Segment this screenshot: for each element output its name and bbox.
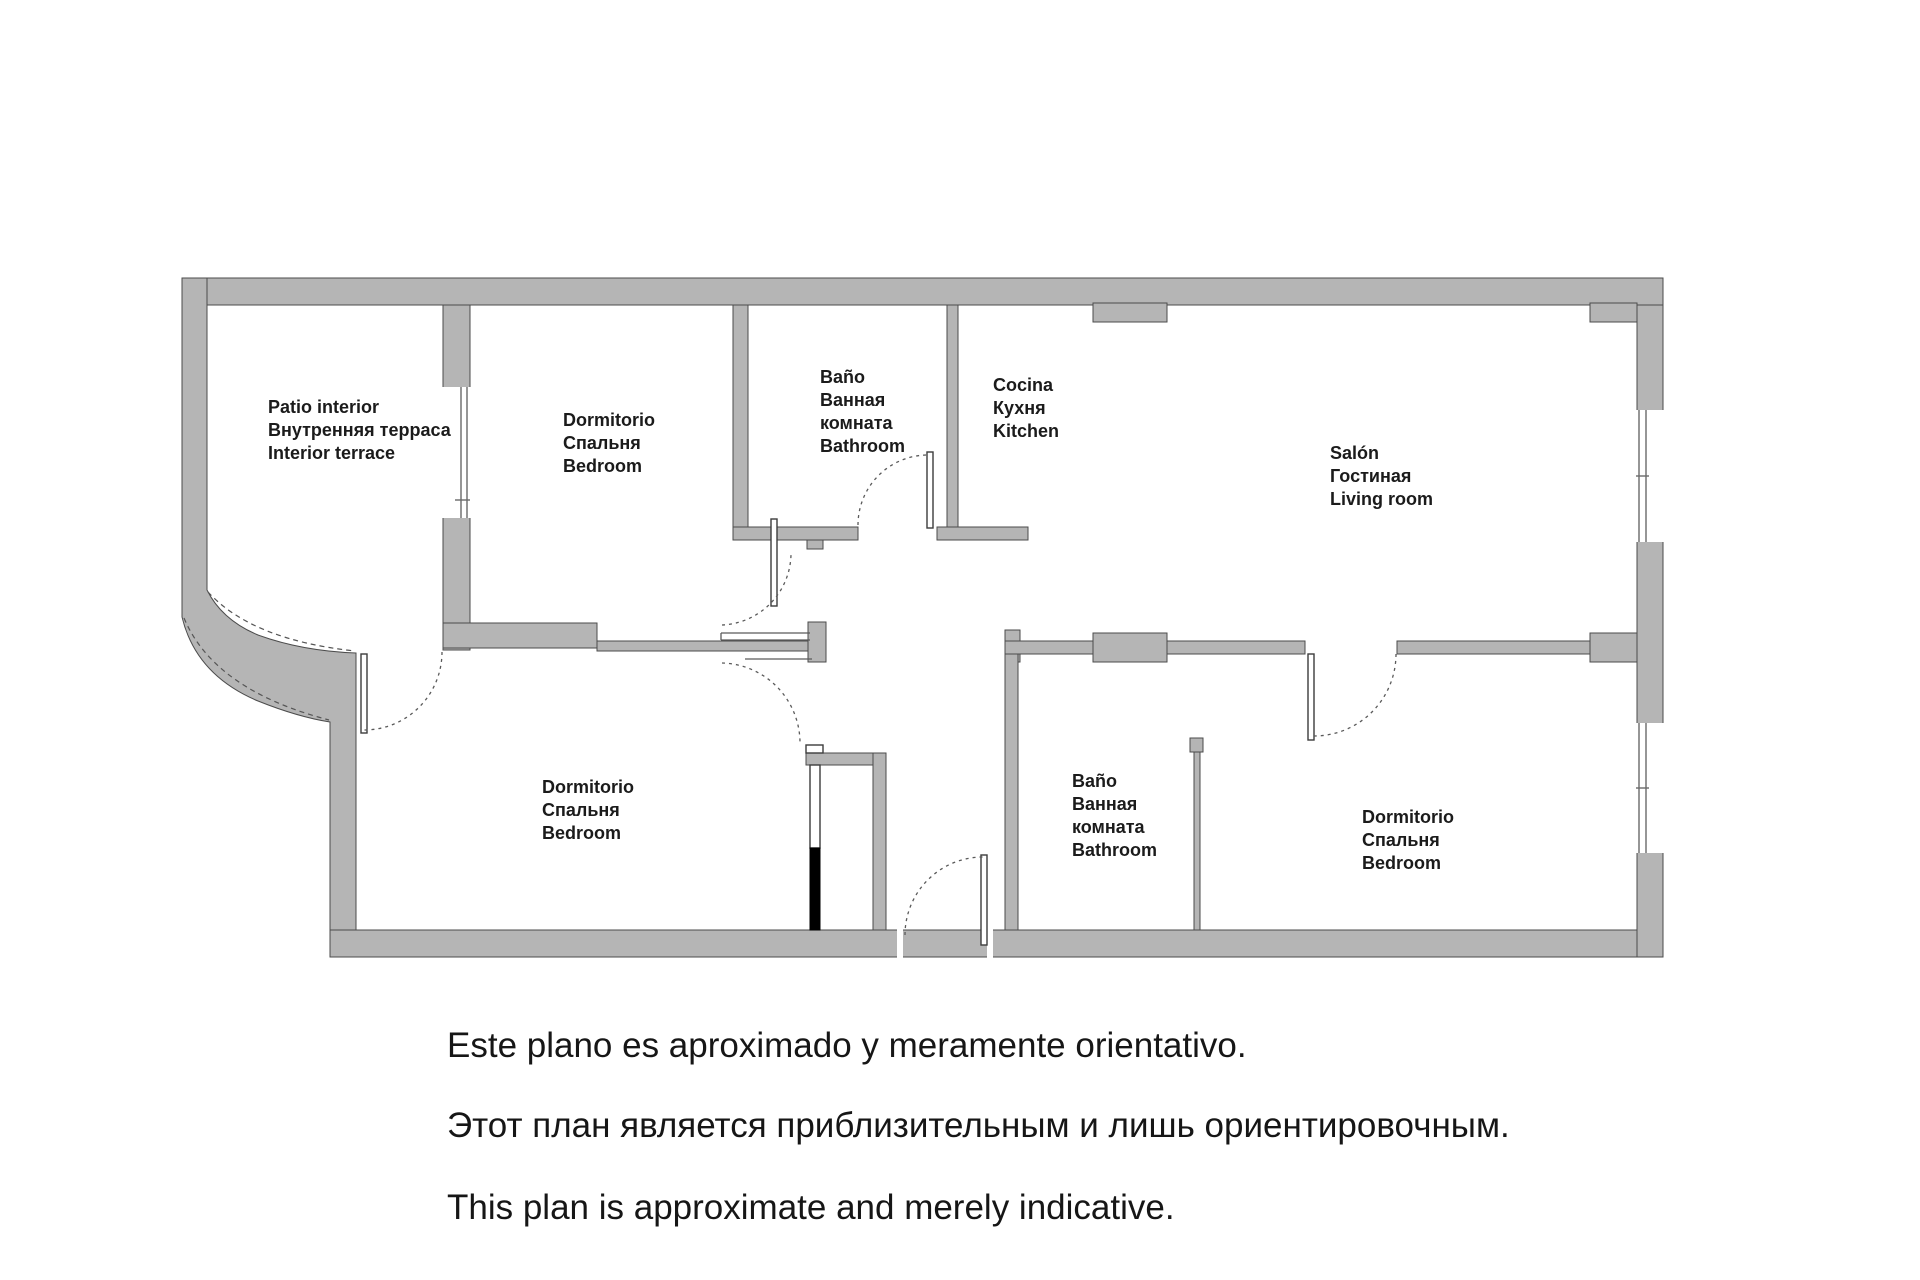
wall-right: [1636, 304, 1664, 958]
caption-russian: Этот план является приблизительным и лиш…: [447, 1106, 1510, 1145]
bathroom-partition-thin: [1193, 751, 1201, 931]
door-arc-hall-upper: [721, 551, 792, 626]
entry-panel-upper: [809, 764, 821, 849]
pillar-br-left: [1092, 632, 1168, 663]
door-arc-bathroom-top: [857, 454, 930, 526]
window-bedroom-right: [1636, 723, 1649, 853]
caption-english: This plan is approximate and merely indi…: [447, 1188, 1175, 1227]
door-leaf-bathroom-top: [926, 451, 934, 529]
wall-bedroom-bathroom-partition: [732, 304, 749, 541]
door-leaf-bedroom-left: [360, 653, 368, 734]
caption-spanish: Este plano es aproximado y meramente ori…: [447, 1026, 1247, 1065]
entry-panel-lower: [809, 847, 821, 931]
wall-middle-thick: [442, 622, 598, 649]
door-leaf-bedroom-right: [1307, 653, 1315, 741]
pillar-top-right: [1589, 302, 1638, 323]
door-leaf-entrance: [980, 854, 988, 946]
curved-wall-inner-dash: [207, 591, 356, 652]
door-arc-bedroom-left: [363, 651, 443, 731]
room-label-bedroom-bottom-left: Dormitorio Спальня Bedroom: [542, 777, 634, 843]
wall-kitchen-bottom: [936, 526, 1029, 541]
room-label-bedroom-top: Dormitorio Спальня Bedroom: [563, 410, 655, 476]
window-living-room: [1636, 410, 1649, 542]
wall-bottom: [329, 929, 1664, 958]
closet-right-wall: [872, 752, 887, 931]
door-leaf-hall: [770, 518, 778, 607]
wall-bathroom-top-bottom: [732, 526, 859, 541]
curved-wall-outer-dash: [183, 617, 330, 721]
pillar-top-middle: [1092, 302, 1168, 323]
room-label-living-room: Salón Гостиная Living room: [1330, 443, 1433, 509]
entrance-jamb-right: [987, 928, 993, 959]
bathroom-top-door-notch: [806, 539, 824, 550]
wall-top: [181, 277, 1664, 306]
wall-bathroom-bottom-left: [1004, 653, 1019, 931]
closet-cap: [805, 744, 824, 754]
room-label-patio: Patio interior Внутренняя терраса Interi…: [268, 397, 451, 463]
room-label-bathroom-bottom: Baño Ванная комната Bathroom: [1072, 771, 1157, 860]
door-arc-hall-lower: [721, 662, 801, 744]
pillar-br-right: [1589, 632, 1638, 663]
entrance-jamb-left: [897, 928, 903, 959]
room-label-kitchen: Cocina Кухня Kitchen: [993, 375, 1060, 441]
door-arc-bedroom-right: [1313, 653, 1397, 737]
wall-middle-end-block: [807, 621, 827, 663]
room-label-bedroom-bottom-right: Dormitorio Спальня Bedroom: [1362, 807, 1454, 873]
wall-middle-thin: [596, 640, 811, 652]
door-arc-entrance: [904, 856, 984, 936]
wall-br-top-right: [1396, 640, 1591, 655]
window-patio: [455, 387, 470, 518]
bathroom-partition-cap: [1189, 737, 1204, 753]
wall-kitchen-partition: [946, 304, 959, 541]
room-label-bathroom-top: Baño Ванная комната Bathroom: [820, 367, 905, 456]
sliding-door-hall: [720, 632, 812, 660]
wall-left-curved: [181, 277, 357, 931]
